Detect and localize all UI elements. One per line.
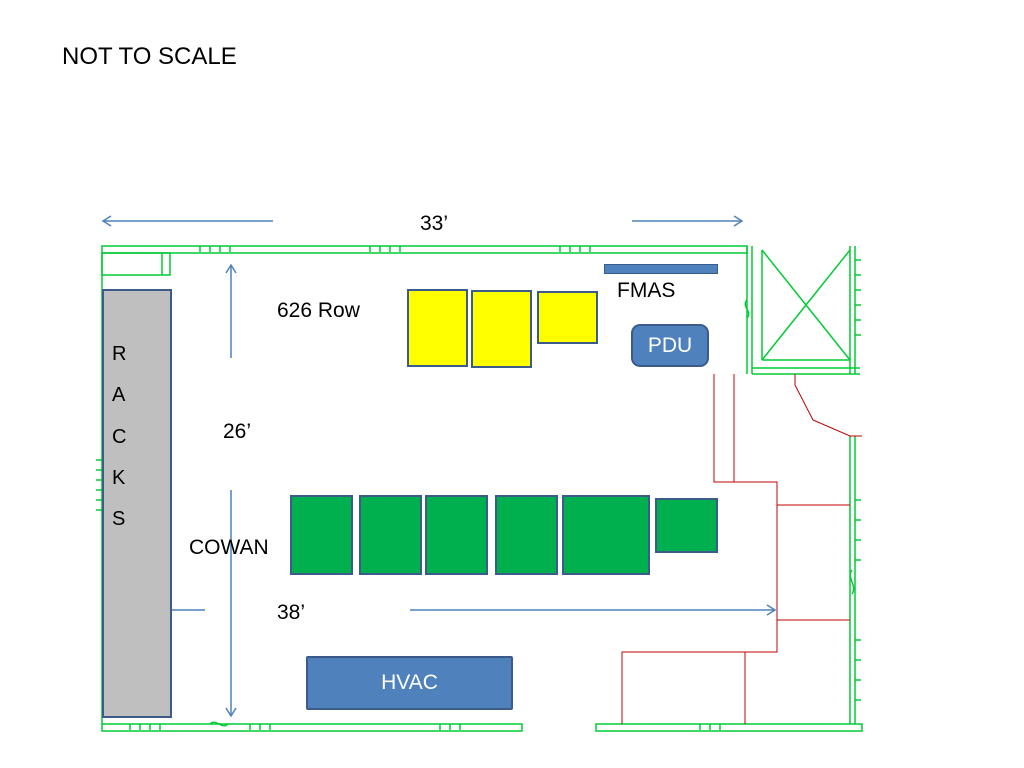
elevator-cross-2: [761, 249, 851, 361]
fmas-label: FMAS: [617, 279, 676, 302]
cowan-unit: [655, 498, 718, 553]
row-626-label: 626 Row: [277, 299, 360, 322]
bottom-wall-left: [101, 723, 523, 732]
page-title: NOT TO SCALE: [62, 43, 237, 70]
cowan-unit: [290, 495, 353, 575]
hvac-label: HVAC: [381, 671, 438, 694]
racks: [102, 289, 172, 718]
cowan-unit: [495, 495, 558, 575]
racks-letter: A: [112, 384, 126, 406]
row-626-unit: [471, 290, 532, 368]
corner-block: [101, 252, 171, 276]
bottom-wall-right: [595, 723, 863, 732]
hvac-box: HVAC: [306, 656, 513, 710]
fmas-panel: [604, 264, 718, 274]
cowan-unit: [359, 495, 422, 575]
depth-dimension-label: 26’: [223, 420, 252, 443]
doors: [621, 374, 862, 724]
dimension-lines: [101, 215, 777, 718]
cowan-unit: [562, 495, 650, 575]
row-length-label: 38’: [277, 601, 306, 624]
width-dimension-label: 33’: [420, 212, 449, 235]
pdu-box: PDU: [631, 324, 709, 367]
cowan-label: COWAN: [189, 536, 269, 559]
row-626-unit: [537, 291, 598, 344]
cowan-unit: [425, 495, 488, 575]
racks-letter: K: [112, 467, 126, 489]
pdu-label: PDU: [647, 333, 693, 357]
racks-letter: S: [112, 508, 126, 530]
racks-letter: R: [112, 343, 127, 365]
top-wall: [101, 245, 748, 254]
row-626-unit: [407, 289, 468, 367]
racks-letter: C: [112, 426, 127, 448]
